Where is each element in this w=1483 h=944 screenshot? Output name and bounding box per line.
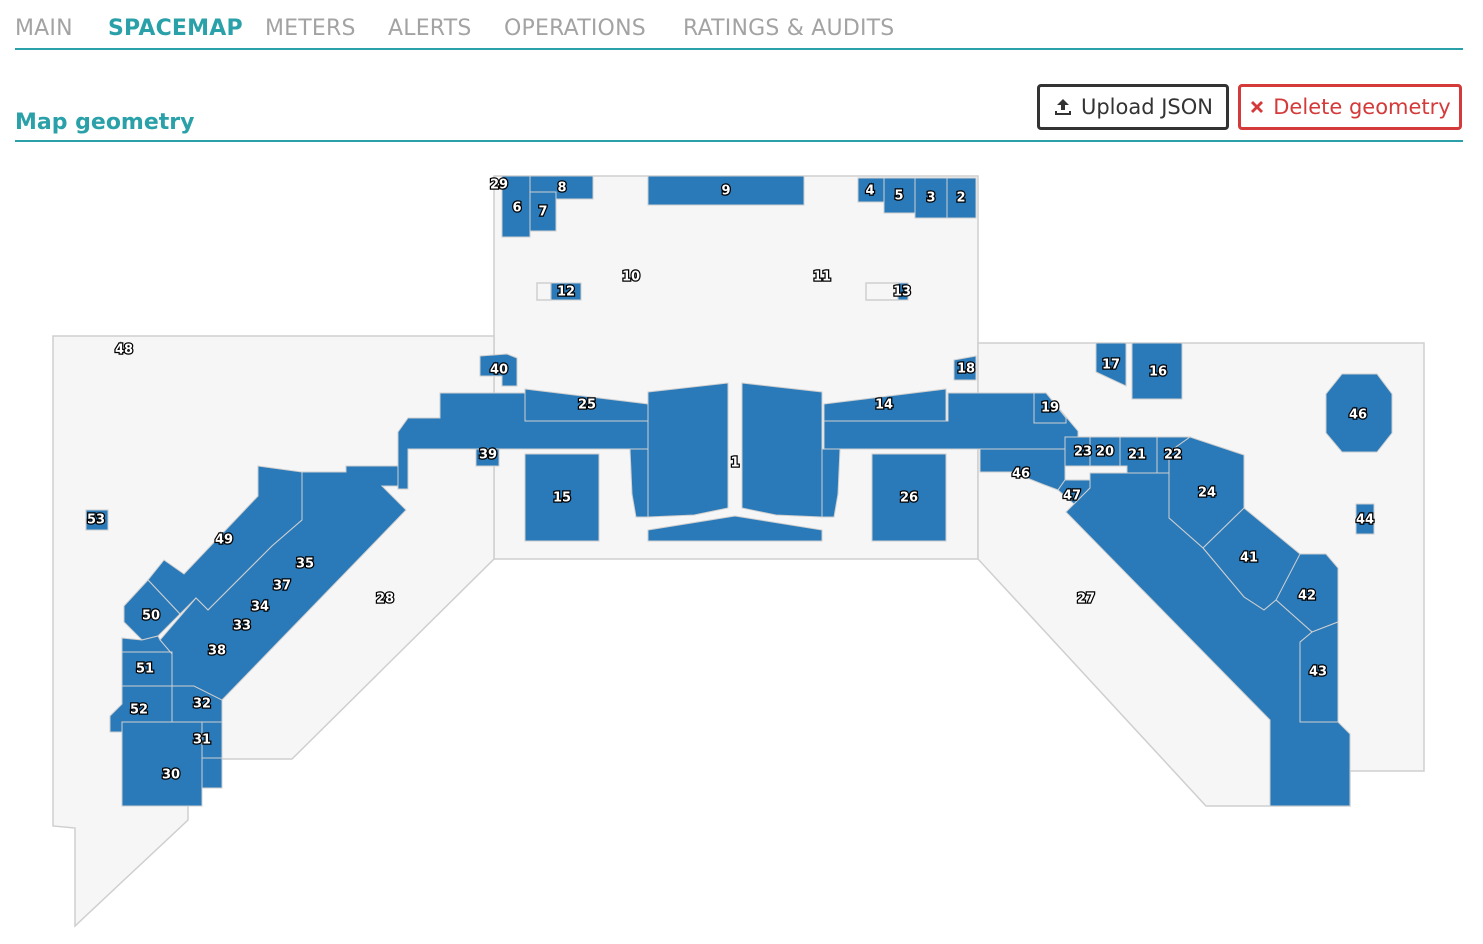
space-1-west[interactable] xyxy=(647,382,729,518)
space-3[interactable] xyxy=(914,177,948,219)
space-40[interactable] xyxy=(479,353,518,387)
space-13[interactable] xyxy=(897,282,909,301)
space-18[interactable] xyxy=(953,355,977,381)
upload-icon xyxy=(1053,97,1073,117)
space-20[interactable] xyxy=(1089,436,1121,467)
space-30[interactable] xyxy=(121,721,223,807)
close-icon xyxy=(1249,99,1265,115)
space-12[interactable] xyxy=(550,282,582,301)
map-spaces xyxy=(85,175,1393,807)
space-1-south[interactable] xyxy=(647,515,823,542)
space-west-upper[interactable] xyxy=(121,635,173,656)
space-17[interactable] xyxy=(1095,342,1127,387)
space-1-se[interactable] xyxy=(821,448,841,518)
delete-geometry-button[interactable]: Delete geometry xyxy=(1238,84,1462,130)
tab-operations[interactable]: OPERATIONS xyxy=(504,16,646,41)
tab-meters[interactable]: METERS xyxy=(265,16,356,41)
space-53[interactable] xyxy=(85,509,109,531)
section-divider xyxy=(15,140,1463,142)
space-19[interactable] xyxy=(1033,392,1067,424)
tab-alerts[interactable]: ALERTS xyxy=(388,16,472,41)
zone-13-outline[interactable] xyxy=(865,282,899,301)
space-29[interactable] xyxy=(501,175,531,238)
tab-ratings-audits[interactable]: RATINGS & AUDITS xyxy=(683,16,895,41)
space-23[interactable] xyxy=(1064,436,1091,467)
space-corridor-east[interactable] xyxy=(823,392,1079,450)
space-2[interactable] xyxy=(946,177,977,219)
space-39[interactable] xyxy=(475,448,500,467)
space-4[interactable] xyxy=(857,177,885,203)
tab-bar: MAIN SPACEMAP METERS ALERTS OPERATIONS R… xyxy=(15,14,1463,50)
space-5[interactable] xyxy=(883,177,916,214)
upload-json-button[interactable]: Upload JSON xyxy=(1037,84,1229,130)
space-46[interactable] xyxy=(979,448,1066,491)
space-31[interactable] xyxy=(201,721,223,759)
space-1-east[interactable] xyxy=(741,382,823,518)
space-16[interactable] xyxy=(1131,342,1183,400)
tab-main[interactable]: MAIN xyxy=(15,16,73,41)
section-title: Map geometry xyxy=(15,110,195,135)
space-14[interactable] xyxy=(823,388,947,422)
space-9[interactable] xyxy=(647,175,805,206)
space-32[interactable] xyxy=(171,685,223,723)
space-51[interactable] xyxy=(121,651,173,687)
delete-geometry-label: Delete geometry xyxy=(1273,95,1451,119)
space-15[interactable] xyxy=(524,453,600,542)
space-1-sw[interactable] xyxy=(629,448,649,518)
space-44[interactable] xyxy=(1355,503,1375,535)
space-27-band[interactable] xyxy=(1065,472,1351,807)
space-45[interactable] xyxy=(1325,373,1393,453)
upload-json-label: Upload JSON xyxy=(1080,95,1214,119)
space-26[interactable] xyxy=(871,453,947,542)
space-7[interactable] xyxy=(529,191,557,232)
tab-spacemap[interactable]: SPACEMAP xyxy=(108,16,243,41)
zone-12-outline[interactable] xyxy=(536,282,552,301)
